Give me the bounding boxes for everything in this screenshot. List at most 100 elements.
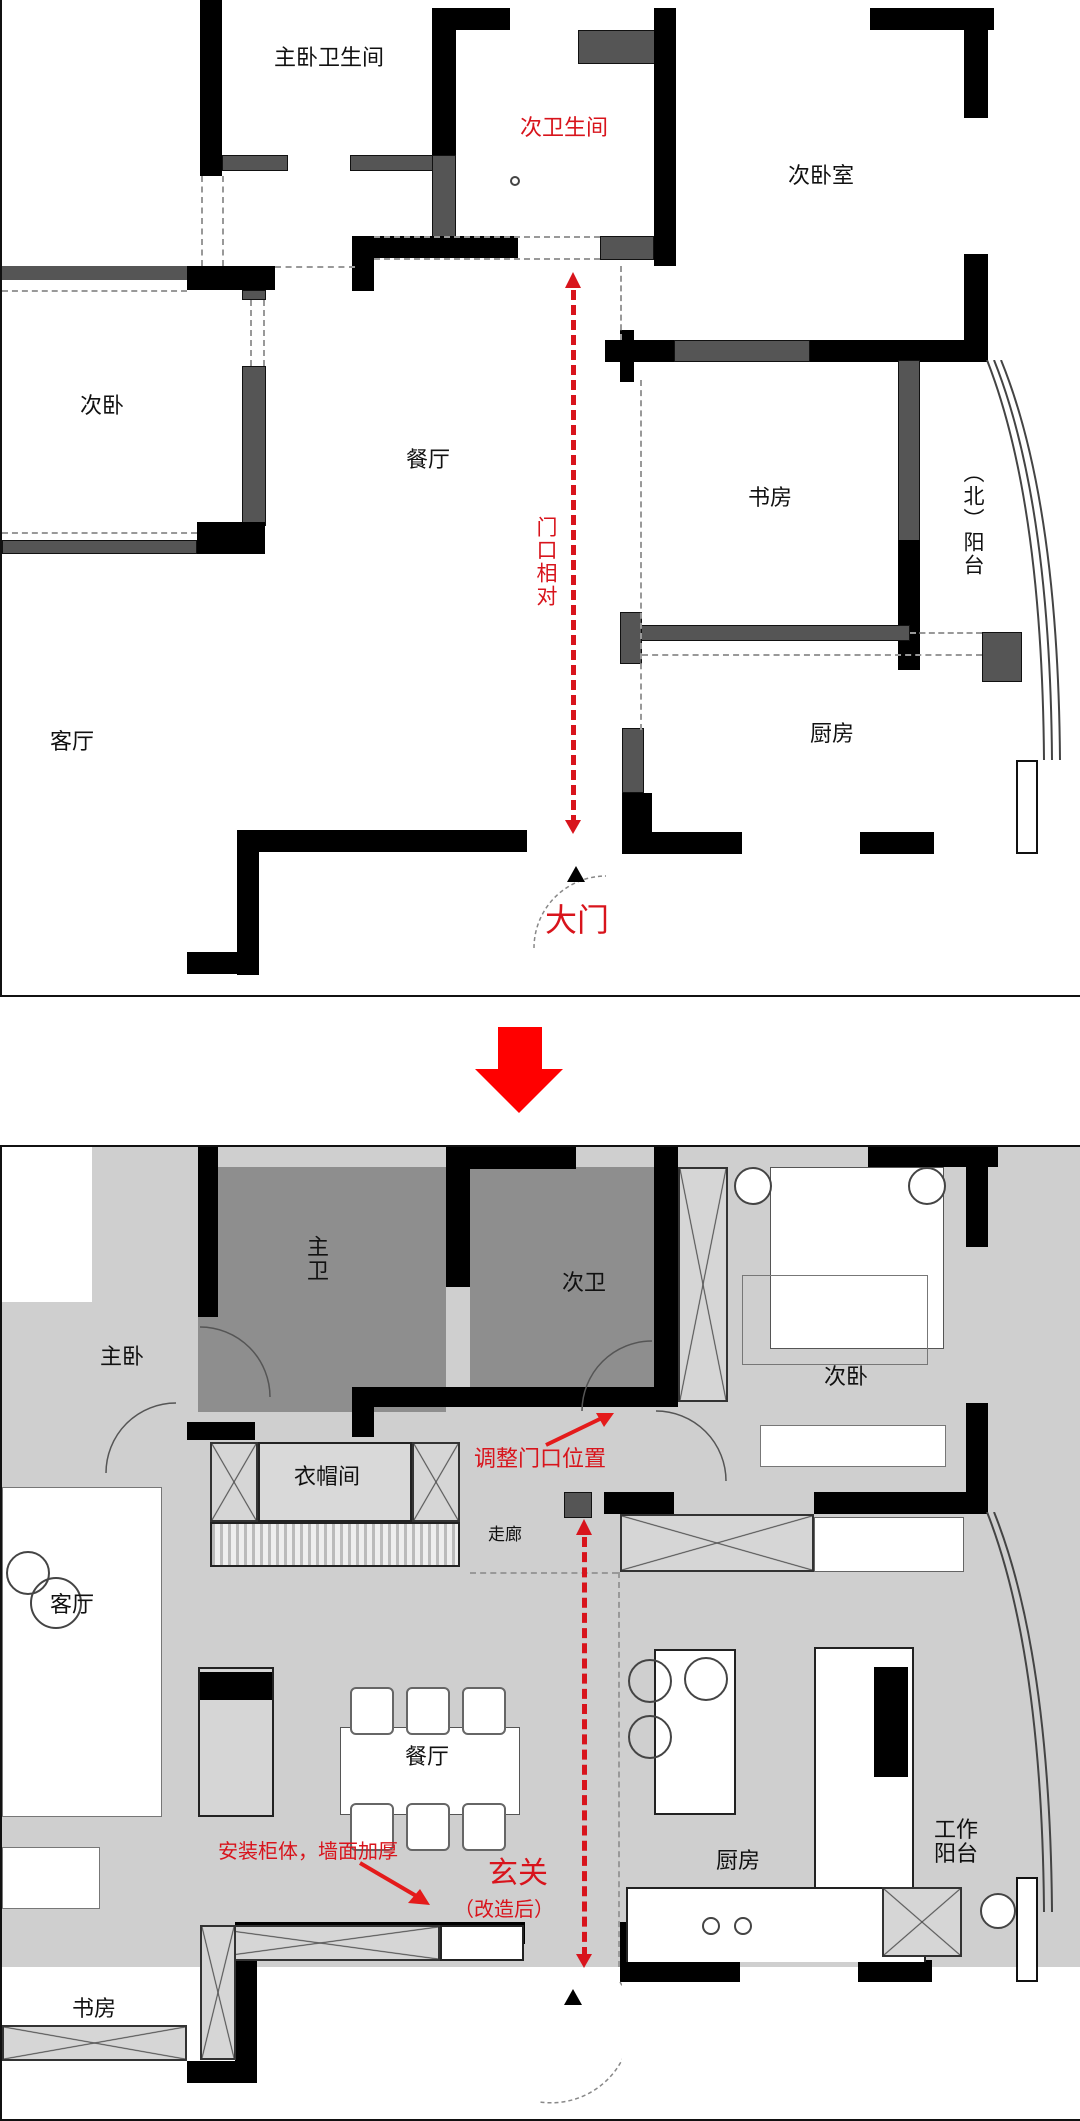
kitchen-counter-bottom (626, 1887, 926, 1962)
wall (187, 266, 275, 290)
arrow-up-icon (576, 1519, 592, 1535)
annotation-adjust-door: 调整门口位置 (474, 1447, 607, 1472)
door-swing-icon (581, 1340, 653, 1412)
dashed-line (374, 236, 600, 238)
room-label-second-bath: 次卫 (562, 1271, 607, 1296)
curved-window (986, 360, 1061, 760)
room-label-living: 客厅 (50, 730, 95, 755)
wall (2, 266, 187, 280)
arrow-up-icon (565, 272, 581, 288)
room-label-kitchen: 厨房 (716, 1849, 761, 1874)
nightstand-lamp (908, 1167, 946, 1205)
fixture-icon (510, 176, 520, 186)
dashed-line (618, 1572, 620, 1967)
desk-study (2, 1847, 100, 1909)
dashed-line (640, 380, 642, 730)
wall (1016, 760, 1038, 854)
wall-partition (242, 366, 266, 526)
dining-chair (350, 1803, 394, 1851)
wall (654, 8, 676, 266)
dining-chair (406, 1803, 450, 1851)
wall (187, 1422, 255, 1440)
annotation-doors-facing: 门口相对 (534, 516, 558, 608)
dining-chair (350, 1687, 394, 1735)
cloakroom-cabinet (210, 1442, 258, 1522)
wall (197, 522, 265, 554)
wall (235, 1922, 257, 2082)
wall (1016, 1877, 1038, 1982)
cloakroom-hanging-rail (210, 1522, 460, 1567)
room-label-second-bath: 次卫生间 (520, 116, 609, 141)
floor-master-bath (198, 1167, 446, 1412)
door-swing-icon (539, 1981, 622, 2104)
wall (868, 1147, 998, 1167)
wall-partition (622, 728, 644, 793)
wall (654, 1147, 678, 1407)
wall (187, 2061, 257, 2083)
wardrobe-cabinet (678, 1167, 728, 1402)
dashed-line (2, 532, 197, 534)
wall-partition (578, 30, 658, 64)
annotation-foyer-note: （改造后） (454, 1897, 554, 1921)
room-label-utility-balcony: 工作阳台 (934, 1818, 979, 1868)
wall (858, 1960, 932, 1982)
wall-partition (432, 155, 456, 237)
room-label-corridor: 走廊 (488, 1525, 522, 1545)
wall (446, 1147, 576, 1169)
door-alignment-line (571, 290, 576, 825)
wall (237, 830, 259, 975)
wall-partition (350, 155, 434, 171)
shoe-bench (440, 1925, 524, 1961)
lounge-chair (6, 1551, 50, 1595)
dashed-line (374, 258, 600, 260)
door-swing-icon (655, 1410, 727, 1482)
room-label-north-balcony: （北）阳台 (961, 462, 985, 577)
wall (446, 1147, 470, 1287)
wall-partition (242, 290, 266, 300)
room-label-study: 书房 (748, 486, 793, 511)
fridge-column (874, 1667, 908, 1777)
utility-cabinet (882, 1887, 962, 1957)
wall-partition (2, 540, 197, 554)
rug-living (2, 1487, 162, 1817)
room-label-cloakroom: 衣帽间 (294, 1465, 361, 1490)
pointer-arrow-icon (358, 1861, 430, 1905)
dashed-line (470, 1572, 618, 1574)
dashed-line (222, 176, 224, 266)
cloakroom-interior (258, 1442, 412, 1522)
room-label-master-bedroom: 主卧 (100, 1345, 145, 1370)
wall-partition (982, 632, 1022, 682)
wall-partition (222, 155, 288, 171)
wall (622, 832, 742, 854)
wall (432, 8, 510, 30)
room-label-dining: 餐厅 (406, 448, 451, 473)
lounge-chair (30, 1577, 82, 1629)
room-label-master-bath: 主卫 (303, 1235, 328, 1283)
dining-chair (462, 1803, 506, 1851)
dashed-line (620, 266, 622, 340)
column (564, 1492, 592, 1518)
cloakroom-cabinet (412, 1442, 460, 1522)
dashed-line (201, 176, 203, 266)
wall (352, 236, 518, 258)
dashed-line (263, 300, 265, 366)
door-swing-icon (105, 1402, 177, 1474)
wall (432, 8, 456, 156)
wall-partition (620, 612, 642, 664)
utility-sink (980, 1893, 1016, 1929)
floorplan-after: 主卫 主卧 次卫 次卧 衣帽间 走廊 客厅 餐厅 厨房 工作阳台 书房 调整门口… (0, 1145, 1080, 2121)
wall (860, 832, 934, 854)
wall (352, 1387, 654, 1407)
stove-burner (734, 1917, 752, 1935)
pointer-arrow-icon (545, 1413, 614, 1447)
hall-cabinet (620, 1514, 814, 1572)
room-label-dining: 餐厅 (405, 1745, 450, 1770)
entrance-marker-icon (564, 1989, 582, 2005)
red-down-arrow-head (475, 1069, 563, 1113)
rug-second-bedroom (742, 1275, 928, 1365)
floorplan-before: 主卧卫生间 次卫生间 次卧室 次卧 餐厅 书房 （北）阳台 客厅 厨房 门口相对… (0, 0, 1080, 997)
wall (352, 1387, 374, 1437)
wall (870, 8, 994, 30)
dashed-line (910, 632, 982, 634)
dashed-line (250, 300, 252, 366)
